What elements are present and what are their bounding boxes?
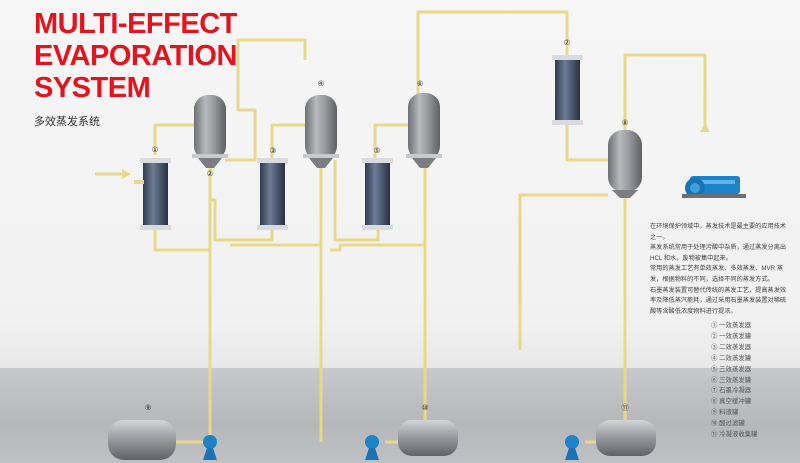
description-paragraph: 石墨蒸发装置可替代传统的蒸发工艺，提高蒸发效率及降低蒸汽能耗，通过采用石墨蒸发装… <box>650 286 787 315</box>
legend-item: ① 一效蒸发器 <box>711 322 752 329</box>
legend-item: ⑤ 三效蒸发器 <box>711 365 752 373</box>
page-subtitle: 多效蒸发系统 <box>34 116 100 128</box>
pipe <box>153 230 210 252</box>
feed-pump <box>203 435 217 460</box>
legend-item: ⑦ 石墨冷凝器 <box>711 387 752 395</box>
legend-item: ⑪ 冷凝液收集罐 <box>711 431 758 439</box>
marker-5: ⑤ <box>374 146 381 155</box>
feed-inlet-arrow <box>95 169 131 179</box>
legend-item: ⑩ 酸过滤罐 <box>711 420 745 428</box>
pipe <box>153 123 196 155</box>
legend-item: ② 一效蒸发罐 <box>711 332 752 340</box>
first-effect-evaporator <box>134 158 171 230</box>
legend-item: ⑧ 真空缓冲罐 <box>711 398 752 406</box>
second-effect-evaporator <box>257 158 288 230</box>
equipment-legend: ① 一效蒸发器 ② 一效蒸发罐 ③ 二效蒸发器 ④ 二效蒸发罐 ⑤ 三效蒸发器 … <box>711 321 758 441</box>
marker-7: ⑦ <box>564 38 571 47</box>
pipe <box>623 53 707 135</box>
pipe <box>330 160 427 252</box>
description-paragraph: 在环境保护领域中，蒸发技术是最主要的应用技术之一。 <box>650 223 787 241</box>
pipe <box>416 10 569 95</box>
description-paragraph: 蒸发系统常用于处理污酸中杂质，通过蒸发分离出 HCL 和水，废物被集中起来。 <box>650 244 787 262</box>
condensate-pump <box>565 435 579 460</box>
marker-11: ⑪ <box>621 403 629 412</box>
page-title: MULTI-EFFECT EVAPORATION SYSTEM <box>34 8 237 104</box>
third-effect-vessel <box>406 93 442 168</box>
vacuum-pump <box>682 176 746 198</box>
condensate-collection-tank <box>596 420 656 456</box>
pipe <box>210 198 274 242</box>
marker-3: ③ <box>270 146 277 155</box>
title-line-3: SYSTEM <box>34 72 151 104</box>
pipe <box>333 160 380 242</box>
marker-4: ④ <box>318 79 325 88</box>
legend-item: ③ 二效蒸发器 <box>711 343 752 351</box>
title-line-2: EVAPORATION <box>34 40 237 72</box>
second-effect-vessel <box>303 95 339 168</box>
pipe <box>373 123 410 160</box>
pipe <box>270 123 305 160</box>
pipework <box>153 10 707 444</box>
pipe <box>225 90 257 162</box>
marker-8: ⑧ <box>622 118 629 127</box>
vacuum-buffer-tank <box>608 130 642 198</box>
description-text: 在环境保护领域中，蒸发技术是最主要的应用技术之一。 蒸发系统常用于处理污酸中杂质… <box>650 222 788 317</box>
marker-6: ⑥ <box>417 79 424 88</box>
vent-arrow <box>700 124 710 132</box>
marker-9: ⑨ <box>145 403 152 412</box>
feed-tank <box>108 420 176 460</box>
pipe <box>236 38 307 96</box>
first-effect-vessel <box>192 95 228 168</box>
graphite-condenser <box>552 55 583 125</box>
legend-item: ⑨ 料液罐 <box>711 409 739 417</box>
pipe <box>565 125 608 162</box>
legend-item: ④ 二效蒸发罐 <box>711 354 752 362</box>
acid-filter-tank <box>398 420 458 456</box>
description-paragraph: 常用的蒸发工艺有单效蒸发、多效蒸发、MVR 蒸发，根据物料的不同，选择不同的蒸发… <box>650 265 784 283</box>
marker-1: ① <box>152 145 159 154</box>
transfer-pump <box>365 435 379 460</box>
third-effect-evaporator <box>362 158 393 230</box>
marker-2: ② <box>207 169 214 178</box>
marker-10: ⑩ <box>422 403 429 412</box>
pipe <box>518 193 608 350</box>
title-line-1: MULTI-EFFECT <box>34 8 237 40</box>
legend-item: ⑥ 三效蒸发罐 <box>711 376 752 384</box>
